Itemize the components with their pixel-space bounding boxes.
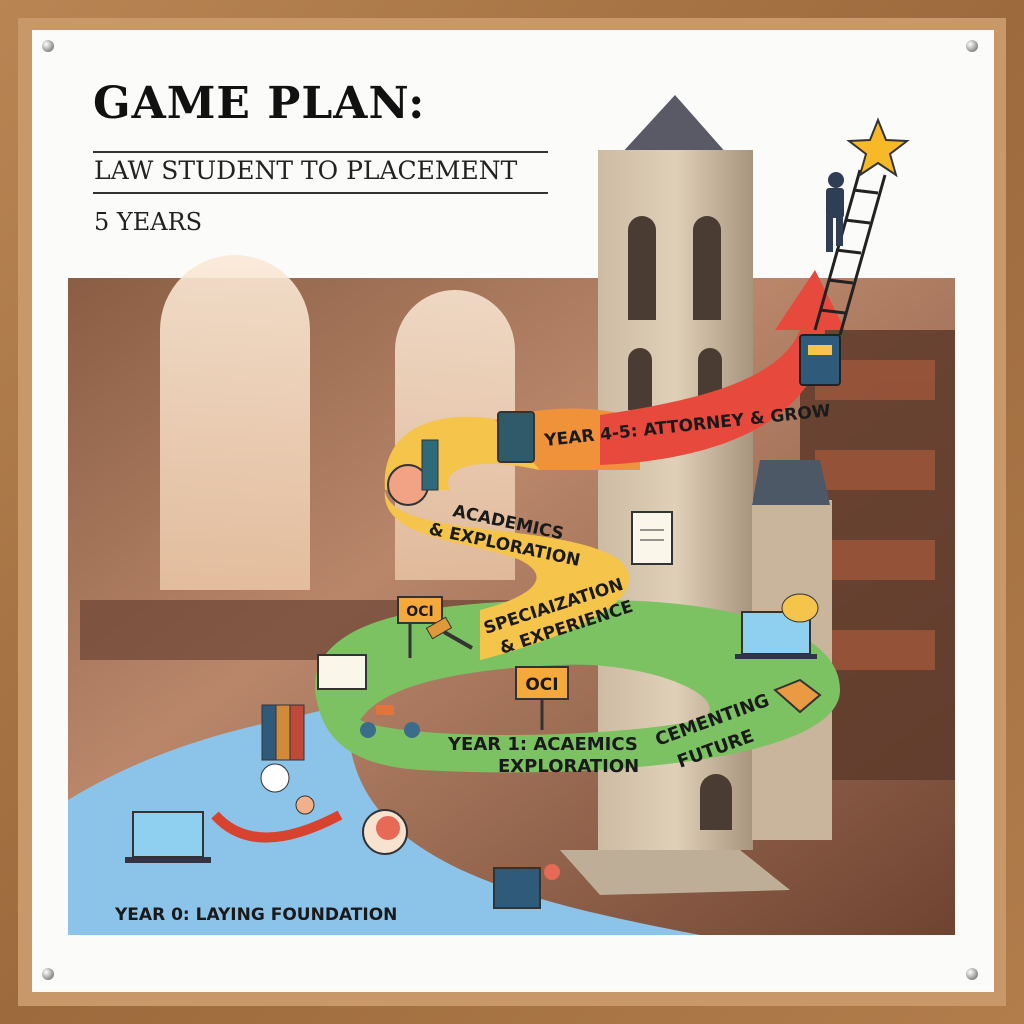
hammock-relax-icon [211, 763, 343, 843]
oci-sign-upper [397, 596, 443, 658]
gavel-icon [425, 616, 473, 650]
businessman-climbing-icon [826, 172, 844, 252]
path-red-arrow [600, 270, 845, 465]
books-stack-icon [261, 704, 305, 761]
pushpin-icon [42, 40, 54, 52]
brain-head-icon [387, 439, 439, 506]
oci-sign-lower-label: OCI [525, 675, 558, 695]
page-title: GAME PLAN: [93, 78, 426, 129]
laptop-network-icon [125, 811, 211, 863]
duration-label: 5 YEARS [94, 208, 203, 236]
pushpin-icon [966, 968, 978, 980]
stage-year1-label-line2: EXPLORATION [498, 756, 639, 777]
laptop-signature-icon [735, 593, 819, 659]
handshake-icon [773, 678, 822, 714]
stage-year1-label-line1: YEAR 1: ACAEMICS [447, 734, 638, 755]
star-icon [846, 117, 910, 178]
ladder-icon [813, 169, 887, 336]
arched-window [160, 255, 310, 590]
stage-year0-label: YEAR 0: LAYING FOUNDATION [114, 905, 397, 925]
diploma-document-icon [631, 511, 673, 565]
oci-sign-lower [515, 666, 569, 730]
brain-head-icon [362, 809, 408, 855]
open-book-icon [317, 654, 367, 690]
pushpin-icon [42, 968, 54, 980]
legal-book-icon [497, 411, 535, 463]
divider [93, 192, 548, 194]
page-subtitle: LAW STUDENT TO PLACEMENT [94, 156, 518, 185]
oci-sign-upper-label: OCI [406, 604, 433, 620]
pushpin-icon [966, 40, 978, 52]
reading-student-icon [493, 864, 560, 909]
path-year1-green [314, 600, 841, 773]
team-meeting-icon [360, 705, 420, 738]
law-book-icon [799, 334, 841, 386]
divider [93, 151, 548, 153]
path-yellow [384, 490, 630, 660]
